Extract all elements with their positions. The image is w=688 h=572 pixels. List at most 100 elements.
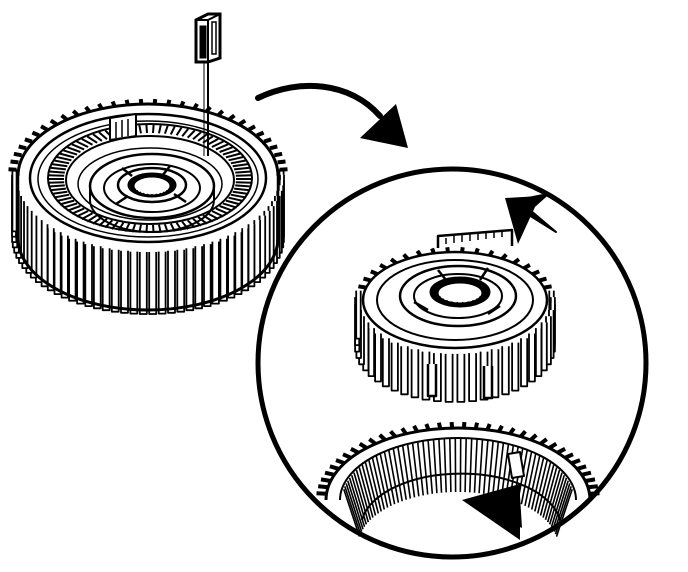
sleeve-tooth bbox=[519, 429, 527, 438]
spline bbox=[152, 124, 155, 134]
sleeve-spline bbox=[464, 438, 467, 493]
sleeve-spline bbox=[411, 442, 420, 497]
hub-spline bbox=[165, 176, 172, 180]
gear-tooth-top bbox=[13, 151, 22, 158]
hub-inner-splines bbox=[430, 276, 490, 308]
spline bbox=[222, 202, 237, 209]
sleeve-spline bbox=[500, 444, 510, 498]
sleeve-spline bbox=[527, 455, 541, 508]
spline bbox=[225, 152, 241, 159]
spline bbox=[81, 138, 93, 146]
sleeve-tooth bbox=[389, 429, 397, 438]
sleeve-spline bbox=[353, 472, 370, 523]
hub-spline bbox=[442, 279, 448, 285]
spline bbox=[235, 170, 252, 174]
sleeve-spline bbox=[546, 472, 563, 523]
gear-tooth bbox=[93, 246, 102, 310]
gear-tooth bbox=[101, 248, 111, 312]
sleeve-tooth bbox=[539, 437, 548, 446]
sleeve-spline bbox=[371, 457, 386, 510]
sleeve-spline bbox=[487, 440, 494, 495]
spline bbox=[228, 196, 244, 202]
sleeve-tooth bbox=[424, 423, 431, 431]
gear-tooth-top bbox=[256, 130, 265, 138]
sleeve-spline bbox=[375, 455, 389, 508]
hub-spline bbox=[155, 193, 158, 197]
sleeve-tooth bbox=[436, 422, 443, 430]
gear-tooth bbox=[148, 252, 158, 315]
spline bbox=[48, 174, 65, 177]
spline bbox=[51, 190, 68, 195]
hub-tooth bbox=[400, 346, 409, 396]
gear-tooth-top bbox=[274, 151, 283, 158]
hub-spline bbox=[481, 293, 490, 297]
synchronizer-sleeve bbox=[316, 421, 600, 537]
hub-spline bbox=[146, 193, 149, 197]
hub-spline bbox=[169, 181, 176, 184]
alignment-arrow-lower bbox=[462, 484, 522, 540]
sleeve-spline bbox=[524, 453, 537, 507]
sleeve-spline bbox=[555, 488, 573, 537]
spline bbox=[86, 135, 98, 144]
sleeve-tooth bbox=[584, 477, 596, 483]
sleeve-spline bbox=[449, 438, 452, 493]
hub-spline bbox=[479, 284, 487, 288]
gear-tooth bbox=[110, 249, 120, 313]
spline bbox=[222, 149, 237, 156]
hub-spline bbox=[130, 188, 136, 191]
sleeve-spline bbox=[345, 483, 363, 532]
gear-tooth bbox=[185, 248, 195, 312]
hub-spline bbox=[132, 176, 139, 180]
sleeve-tooth bbox=[400, 427, 408, 435]
sleeve-spline bbox=[361, 464, 377, 516]
sleeve-tooth bbox=[320, 477, 332, 483]
hub-spline bbox=[455, 276, 458, 283]
spline bbox=[163, 125, 169, 135]
spline bbox=[71, 143, 85, 151]
hub-tooth bbox=[374, 333, 382, 383]
sleeve-tooth bbox=[461, 421, 467, 429]
spline bbox=[235, 174, 252, 177]
sleeve-spline bbox=[443, 438, 447, 493]
hub-spline bbox=[165, 190, 172, 194]
spline bbox=[232, 190, 249, 195]
gear-tooth bbox=[129, 251, 139, 315]
spline bbox=[50, 187, 67, 192]
sleeve-tooth bbox=[587, 484, 599, 490]
gear-tooth bbox=[227, 235, 236, 299]
hub-spline bbox=[168, 179, 174, 182]
gear-tooth-top bbox=[247, 124, 256, 132]
spline bbox=[197, 133, 208, 142]
hub-spline bbox=[162, 175, 168, 179]
spline bbox=[230, 159, 246, 165]
gear-tooth bbox=[120, 250, 129, 314]
hub-spline bbox=[472, 299, 478, 305]
sleeve-spline bbox=[552, 480, 569, 530]
spline bbox=[76, 140, 89, 148]
hub-tooth bbox=[367, 328, 375, 377]
spline bbox=[63, 202, 78, 209]
spline bbox=[169, 126, 176, 135]
spline bbox=[50, 166, 67, 171]
sleeve-spline bbox=[355, 469, 372, 521]
gear-tooth bbox=[176, 249, 186, 313]
sleeve-spline bbox=[379, 453, 392, 507]
sleeve-spline bbox=[343, 488, 361, 537]
gear-tooth-top bbox=[18, 144, 27, 151]
sleeve-spline bbox=[550, 477, 568, 528]
hub-tooth bbox=[468, 353, 477, 402]
spline bbox=[48, 170, 65, 174]
sleeve-spline bbox=[492, 441, 500, 496]
gear-tooth bbox=[211, 241, 220, 305]
spline bbox=[92, 133, 103, 142]
hub-tooth bbox=[528, 333, 536, 383]
sleeve-spline bbox=[548, 474, 566, 525]
gear-tooth bbox=[241, 228, 250, 292]
sleeve-spline bbox=[478, 439, 484, 494]
hub-spline bbox=[476, 281, 483, 286]
spline bbox=[54, 193, 70, 199]
hub-spline bbox=[430, 293, 439, 297]
gear-tooth bbox=[11, 169, 18, 233]
